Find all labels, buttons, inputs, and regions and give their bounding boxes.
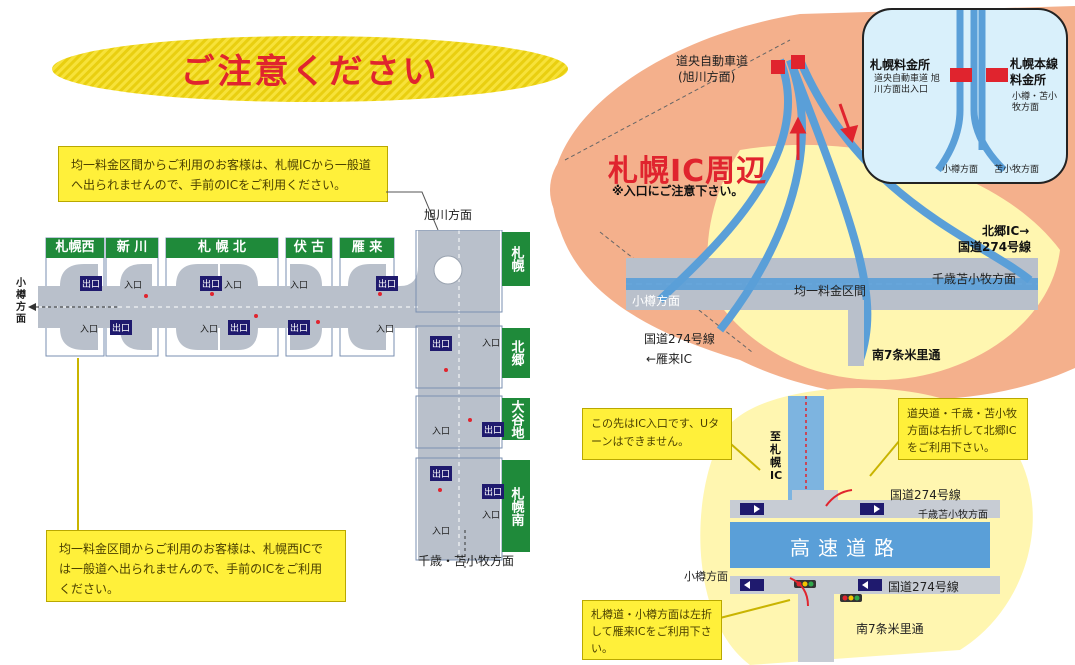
toll-inset: 札幌料金所 道央自動車道 旭川方面出入口 札幌本線料金所 小樽・苫小牧方面 小樽…	[862, 8, 1068, 184]
route274-label: 国道274号線	[958, 240, 1032, 254]
expressway-direction: (旭川方面)	[678, 70, 736, 84]
note-top: 均一料金区間からご利用のお客様は、札幌ICから一般道へ出られませんので、手前のI…	[58, 146, 388, 202]
direction-chitose: 千歳・苫小牧方面	[418, 554, 515, 568]
exit-chip: 出口	[482, 484, 505, 499]
note-right-3-text: 札樽道・小樽方面は左折して雁来ICをご利用下さい。	[591, 608, 712, 655]
station-sapporo-minami: 札幌南	[502, 460, 530, 552]
exit-chip: 出口	[482, 422, 505, 437]
detail-chitose-dir: 千歳苫小牧方面	[918, 510, 988, 521]
detail-route274-top: 国道274号線	[890, 488, 961, 502]
route274-left-label: 国道274号線	[644, 332, 715, 346]
exit-chip: 出口	[228, 320, 251, 335]
station-sapporo-nishi: 札幌西	[46, 238, 104, 258]
toll1-label: 札幌料金所	[870, 58, 931, 72]
otaru-direction: 小樽方面	[632, 294, 681, 308]
station-shinkawa: 新 川	[106, 238, 158, 258]
kariki-ic-label: ←雁来IC	[646, 352, 692, 366]
exit-chip: 出口	[110, 320, 133, 335]
entry-chip: 入口	[482, 339, 501, 349]
station-kitago: 北郷	[502, 328, 530, 378]
note-right-2-text: 道央道・千歳・苫小牧方面は右折して北郷ICをご利用下さい。	[907, 407, 1017, 454]
note-right-1: この先はIC入口です、Uターンはできません。	[582, 408, 732, 460]
kitago-ic-label: 北郷IC→	[982, 224, 1030, 238]
station-oyachi: 大谷地	[502, 398, 530, 440]
toll2-label: 札幌本線料金所	[1010, 57, 1059, 87]
flat-zone-label: 均一料金区間	[794, 284, 867, 298]
entry-chip: 入口	[124, 281, 143, 291]
chitose-direction: 千歳苫小牧方面	[932, 272, 1017, 286]
detail-minami7: 南7条米里通	[856, 622, 924, 636]
exit-chip: 出口	[200, 276, 223, 291]
direction-asahikawa: 旭川方面	[424, 208, 473, 222]
to-sapporo-ic-label: 至札幌IC	[770, 430, 783, 482]
entry-chip: 入口	[224, 281, 243, 291]
note-top-pointer	[386, 191, 439, 231]
note-bottom: 均一料金区間からご利用のお客様は、札幌西ICでは一般道へ出られませんので、手前の…	[46, 530, 346, 602]
entry-chip: 入口	[432, 427, 451, 437]
note-right-3: 札樽道・小樽方面は左折して雁来ICをご利用下さい。	[582, 600, 722, 660]
page-title: ご注意ください	[180, 52, 440, 92]
entry-chip: 入口	[482, 511, 501, 521]
inset-dir-tomakomai: 苫小牧方面	[994, 165, 1040, 175]
highway-label: 高速道路	[790, 536, 902, 560]
entry-chip: 入口	[80, 325, 99, 335]
minami7-label: 南7条米里通	[872, 348, 941, 362]
station-sapporo: 札幌	[502, 232, 530, 286]
exit-chip: 出口	[376, 276, 399, 291]
entry-chip: 入口	[290, 281, 309, 291]
exit-chip: 出口	[430, 466, 453, 481]
station-sapporo-kita: 札 幌 北	[166, 238, 278, 258]
entry-chip: 入口	[200, 325, 219, 335]
inset-dir-otaru: 小樽方面	[942, 165, 979, 175]
toll2-note: 小樽・苫小牧方面	[1012, 92, 1058, 113]
note-right-2: 道央道・千歳・苫小牧方面は右折して北郷ICをご利用下さい。	[898, 398, 1028, 460]
detail-route274-bottom: 国道274号線	[888, 580, 959, 594]
exit-chip: 出口	[80, 276, 103, 291]
station-fushiko: 伏 古	[286, 238, 332, 258]
note-bottom-pointer	[77, 358, 79, 534]
title-banner	[52, 36, 568, 102]
entry-chip: 入口	[376, 325, 395, 335]
area-title: 札幌IC周辺	[608, 154, 768, 189]
detail-otaru-dir: 小樽方面	[684, 570, 728, 583]
expressway-label: 道央自動車道	[676, 54, 749, 68]
exit-chip: 出口	[430, 336, 453, 351]
direction-otaru-label: 小樽方面	[16, 278, 26, 325]
station-kariki: 雁 来	[340, 238, 394, 258]
note-right-1-text: この先はIC入口です、Uターンはできません。	[591, 417, 720, 448]
exit-chip: 出口	[288, 320, 311, 335]
toll1-note: 道央自動車道 旭川方面出入口	[874, 74, 940, 95]
note-top-text: 均一料金区間からご利用のお客様は、札幌ICから一般道へ出られませんので、手前のI…	[71, 158, 371, 192]
toll-inset-diagram	[935, 10, 1008, 173]
area-subtitle: ※入口にご注意下さい。	[612, 184, 744, 198]
note-bottom-text: 均一料金区間からご利用のお客様は、札幌西ICでは一般道へ出られませんので、手前の…	[59, 542, 323, 596]
entry-chip: 入口	[432, 527, 451, 537]
